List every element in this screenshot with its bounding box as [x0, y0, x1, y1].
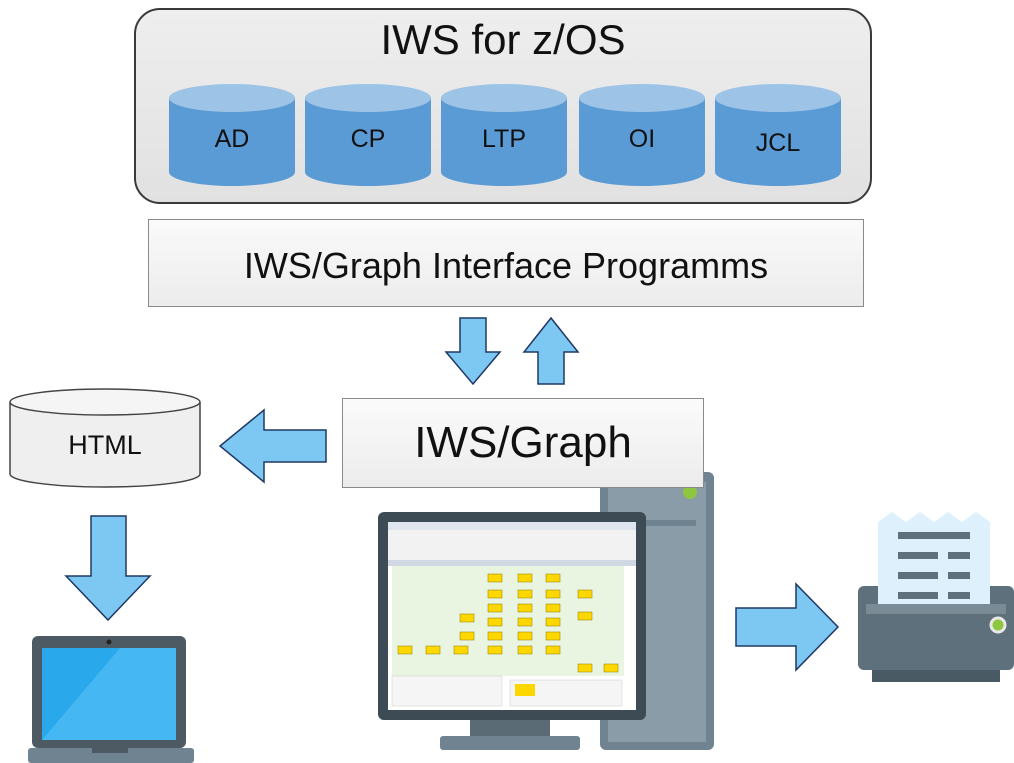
database-label-oi: OI	[628, 125, 656, 153]
arrow-right-to-printer	[735, 582, 840, 672]
database-label-ltp: LTP	[482, 125, 526, 153]
database-label-ad: AD	[214, 125, 250, 153]
database-jcl	[715, 84, 841, 186]
html-storage-label: HTML	[68, 430, 142, 460]
iws-graph-box	[342, 398, 704, 488]
desktop-computer-icon	[378, 472, 714, 750]
arrow-down-to-graph	[444, 317, 502, 386]
html-storage-cylinder	[9, 388, 201, 488]
zos-title: IWS for z/OS	[380, 16, 626, 63]
interface-programs-label: IWS/Graph Interface Programms	[243, 245, 769, 286]
arrow-left-to-html	[218, 408, 327, 484]
iws-graph-label: IWS/Graph	[414, 418, 632, 467]
database-oi	[579, 84, 705, 186]
database-ad	[169, 84, 295, 186]
arrow-up-to-interface	[522, 316, 580, 385]
database-label-jcl: JCL	[755, 129, 801, 157]
arrow-down-to-laptop	[64, 515, 152, 622]
interface-programs-box	[148, 219, 864, 307]
database-label-cp: CP	[350, 125, 386, 153]
database-ltp	[441, 84, 567, 186]
database-cp	[305, 84, 431, 186]
laptop-icon	[28, 636, 194, 763]
printer-icon	[858, 512, 1014, 682]
